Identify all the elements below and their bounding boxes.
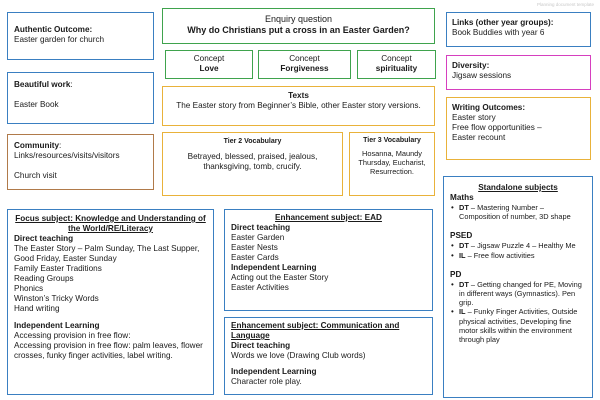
focus-dt-item: Winston’s Tricky Words — [14, 294, 99, 303]
focus-independent-learning-heading: Independent Learning — [14, 321, 100, 330]
comm-independent-learning-heading: Independent Learning — [231, 367, 317, 376]
concept-value: spirituality — [375, 64, 418, 73]
list-item: IL – Funky Finger Activities, Outside ph… — [450, 307, 586, 344]
concept-label: Concept — [381, 54, 412, 63]
community-links-text: Links/resources/visits/visitors — [14, 151, 120, 160]
concept-box-forgiveness: Concept Forgiveness — [258, 50, 351, 79]
item-text: – Free flow activities — [465, 250, 535, 260]
beautiful-work-title: Beautiful work — [14, 80, 71, 89]
item-tag: IL — [459, 307, 466, 317]
focus-dt-item: The Easter Story – Palm Sunday, The Last… — [14, 244, 200, 263]
enquiry-label: Enquiry question — [264, 14, 333, 24]
item-tag: IL — [459, 250, 466, 260]
list-item: DT – Jigsaw Puzzle 4 – Healthy Me — [450, 241, 586, 250]
community-box: Community: Links/resources/visits/visito… — [7, 134, 154, 190]
community-visit-text: Church visit — [14, 171, 57, 180]
standalone-subjects-box: Standalone subjects Maths DT – Mastering… — [443, 176, 593, 398]
communication-language-box: Enhancement subject: Communication and L… — [224, 317, 433, 395]
focus-dt-item: Phonics — [14, 284, 44, 293]
enquiry-question-box: Enquiry question Why do Christians put a… — [162, 8, 435, 44]
texts-title: Texts — [288, 91, 309, 100]
beautiful-work-text: Easter Book — [14, 100, 59, 109]
beautiful-work-box: Beautiful work: Easter Book — [7, 72, 154, 124]
ead-dt-item: Easter Cards — [231, 253, 279, 262]
ead-dt-item: Easter Garden — [231, 233, 285, 242]
pd-list: DT – Getting changed for PE, Moving in d… — [450, 280, 586, 344]
comm-il-text: Character role play. — [231, 377, 302, 386]
focus-subject-title: Focus subject: Knowledge and Understandi… — [15, 214, 206, 233]
ead-independent-learning-heading: Independent Learning — [231, 263, 317, 272]
focus-direct-teaching-heading: Direct teaching — [14, 234, 74, 243]
writing-outcomes-box: Writing Outcomes: Easter story Free flow… — [446, 97, 591, 160]
comm-direct-teaching-heading: Direct teaching — [231, 341, 291, 350]
texts-box: Texts The Easter story from Beginner’s B… — [162, 86, 435, 126]
list-item: DT – Getting changed for PE, Moving in d… — [450, 280, 586, 308]
diversity-box: Diversity: Jigsaw sessions — [446, 55, 591, 90]
focus-dt-item: Hand writing — [14, 304, 60, 313]
ead-dt-item: Easter Nests — [231, 243, 278, 252]
item-tag: DT — [459, 203, 469, 212]
focus-subject-box: Focus subject: Knowledge and Understandi… — [7, 209, 214, 395]
item-text: – Getting changed for PE, Moving in diff… — [459, 279, 582, 308]
ead-il-item: Acting out the Easter Story — [231, 273, 329, 282]
concept-label: Concept — [193, 54, 225, 63]
tier2-title: Tier 2 Vocabulary — [223, 138, 282, 145]
standalone-title: Standalone subjects — [478, 183, 558, 192]
comm-dt-text: Words we love (Drawing Club words) — [231, 351, 366, 360]
community-colon: : — [59, 141, 62, 150]
ead-box: Enhancement subject: EAD Direct teaching… — [224, 209, 433, 311]
community-heading: Community: — [14, 141, 147, 151]
psed-list: DT – Jigsaw Puzzle 4 – Healthy Me IL – F… — [450, 241, 586, 260]
concept-value: Forgiveness — [280, 64, 329, 73]
concept-label: Concept — [289, 54, 320, 63]
focus-il-item: Accessing provision in free flow: palm l… — [14, 341, 203, 360]
beautiful-work-colon: : — [70, 80, 73, 89]
ead-il-item: Easter Activities — [231, 283, 289, 292]
links-box: Links (other year groups): Book Buddies … — [446, 12, 591, 47]
concept-value: Love — [199, 64, 219, 73]
ead-title: Enhancement subject: EAD — [275, 213, 382, 222]
item-text: – Funky Finger Activities, Outside physi… — [459, 307, 578, 345]
list-item: IL – Free flow activities — [450, 251, 586, 260]
focus-dt-item: Family Easter Traditions — [14, 264, 102, 273]
focus-il-item: Accessing provision in free flow: — [14, 331, 131, 340]
writing-outcome-line: Easter recount — [452, 133, 506, 142]
focus-dt-item: Reading Groups — [14, 274, 74, 283]
writing-outcome-line: Easter story — [452, 113, 496, 122]
communication-language-title: Enhancement subject: Communication and L… — [231, 321, 400, 340]
writing-outcomes-title: Writing Outcomes: — [452, 103, 526, 112]
tier3-body: Hosanna, Maundy Thursday, Eucharist, Res… — [358, 149, 426, 176]
watermark: Planning document template — [536, 2, 594, 7]
tier2-vocabulary-box: Tier 2 Vocabulary Betrayed, blessed, pra… — [162, 132, 343, 196]
links-title: Links (other year groups): — [452, 18, 554, 27]
list-item: DT – Mastering Number – Composition of n… — [450, 203, 586, 221]
links-text: Book Buddies with year 6 — [452, 28, 545, 37]
beautiful-work-heading: Beautiful work: — [14, 80, 147, 90]
texts-body: The Easter story from Beginner’s Bible, … — [176, 101, 421, 110]
concept-box-love: Concept Love — [165, 50, 253, 79]
authentic-outcome-box: Authentic Outcome: Easter garden for chu… — [7, 12, 154, 60]
concept-box-spirituality: Concept spirituality — [357, 50, 436, 79]
authentic-outcome-text: Easter garden for church — [14, 35, 105, 44]
psed-heading: PSED — [450, 231, 473, 241]
item-text: – Mastering Number – Composition of numb… — [459, 203, 571, 222]
ead-direct-teaching-heading: Direct teaching — [231, 223, 291, 232]
maths-list: DT – Mastering Number – Composition of n… — [450, 203, 586, 221]
item-tag: DT — [459, 241, 469, 251]
maths-heading: Maths — [450, 193, 474, 202]
pd-heading: PD — [450, 269, 462, 279]
enquiry-question-text: Why do Christians put a cross in an East… — [187, 25, 410, 35]
tier3-title: Tier 3 Vocabulary — [363, 137, 421, 144]
tier2-body: Betrayed, blessed, praised, jealous, tha… — [187, 152, 318, 171]
item-tag: DT — [459, 279, 469, 289]
community-title: Community — [14, 141, 60, 150]
item-text: – Jigsaw Puzzle 4 – Healthy Me — [468, 241, 576, 251]
diversity-text: Jigsaw sessions — [452, 71, 512, 80]
tier3-vocabulary-box: Tier 3 Vocabulary Hosanna, Maundy Thursd… — [349, 132, 435, 196]
writing-outcome-line: Free flow opportunities – — [452, 123, 542, 132]
authentic-outcome-title: Authentic Outcome: — [14, 25, 93, 34]
diversity-title: Diversity: — [452, 61, 490, 70]
